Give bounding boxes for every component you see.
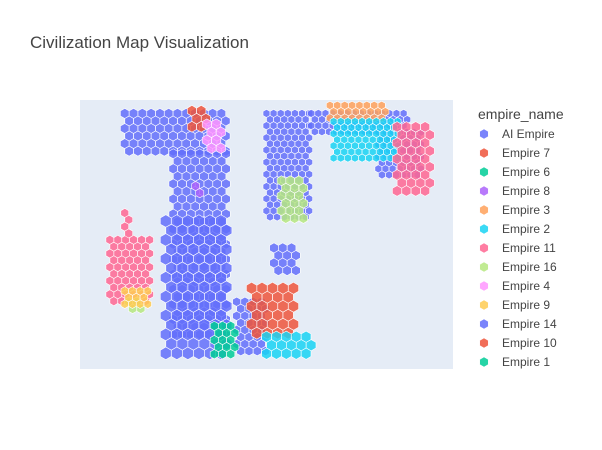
hex-marker-empire-11 — [392, 185, 403, 197]
legend-label: Empire 16 — [502, 259, 557, 274]
hex-marker-empire-1 — [218, 349, 227, 360]
hex-marker-empire-9 — [128, 299, 137, 309]
hex-marker-empire-2 — [379, 153, 388, 163]
legend-item-empire-8[interactable]: Empire 8 — [474, 181, 557, 200]
legend-item-empire-3[interactable]: Empire 3 — [474, 200, 557, 219]
legend-item-empire-7[interactable]: Empire 7 — [474, 143, 557, 162]
legend-item-empire-10[interactable]: Empire 10 — [474, 333, 557, 352]
legend-item-empire-11[interactable]: Empire 11 — [474, 238, 557, 257]
legend-label: AI Empire — [502, 126, 555, 141]
legend-label: Empire 9 — [502, 297, 551, 312]
hex-marker-empire-1 — [226, 349, 236, 360]
hex-marker-ai-empire — [252, 346, 262, 357]
hexagon-icon — [479, 185, 489, 196]
hex-marker-empire-2 — [365, 153, 374, 163]
hex-marker-ai-empire — [385, 170, 393, 180]
legend-label: Empire 6 — [502, 164, 551, 179]
hex-marker-ai-empire — [150, 145, 161, 157]
legend-item-empire-16[interactable]: Empire 16 — [474, 257, 557, 276]
hex-marker-empire-2 — [358, 153, 366, 163]
hexagon-icon — [479, 242, 489, 253]
legend-label: Empire 8 — [502, 183, 551, 198]
legend-label: Empire 4 — [502, 278, 551, 293]
hex-marker-empire-11 — [420, 185, 431, 197]
hex-marker-empire-2 — [261, 347, 272, 360]
hex-marker-ai-empire — [159, 145, 169, 157]
hex-markers-layer — [105, 100, 435, 360]
hex-marker-empire-7 — [187, 121, 197, 133]
hex-marker-ai-empire — [244, 346, 254, 357]
hex-marker-empire-2 — [336, 153, 345, 163]
chart-title: Civilization Map Visualization — [30, 33, 249, 52]
legend-label: Empire 2 — [502, 221, 551, 236]
hexagon-icon — [479, 223, 489, 234]
hex-marker-empire-2 — [372, 153, 381, 163]
hexagon-icon — [479, 261, 489, 272]
hex-marker-empire-11 — [410, 185, 421, 197]
hex-marker-ai-empire — [282, 265, 292, 276]
hex-marker-ai-empire — [266, 212, 274, 222]
hex-marker-empire-11 — [109, 296, 118, 307]
legend-item-empire-6[interactable]: Empire 6 — [474, 162, 557, 181]
hex-marker-ai-empire — [133, 145, 143, 157]
hex-marker-empire-16 — [281, 212, 291, 224]
hex-marker-empire-1 — [209, 349, 219, 360]
hex-marker-empire-7 — [251, 326, 263, 340]
hex-marker-empire-9 — [136, 299, 145, 309]
hexagon-icon — [479, 356, 489, 367]
hex-marker-empire-8 — [195, 188, 205, 199]
hexagon-icon — [479, 166, 489, 177]
hex-marker-empire-2 — [351, 153, 359, 163]
hex-marker-empire-9 — [120, 299, 129, 309]
legend-item-ai-empire[interactable]: AI Empire — [474, 124, 557, 143]
hex-marker-empire-16 — [289, 212, 300, 224]
legend-item-empire-2[interactable]: Empire 2 — [474, 219, 557, 238]
hex-marker-ai-empire — [124, 145, 134, 157]
hex-marker-empire-2 — [329, 153, 338, 163]
hexagon-icon — [479, 299, 489, 310]
legend-item-empire-14[interactable]: Empire 14 — [474, 314, 557, 333]
hex-marker-ai-empire — [142, 145, 152, 157]
hex-marker-ai-empire — [273, 265, 284, 276]
legend-label: Empire 7 — [502, 145, 551, 160]
hex-marker-ai-empire — [378, 170, 386, 180]
legend-item-empire-9[interactable]: Empire 9 — [474, 295, 557, 314]
legend-title: empire_name — [478, 106, 564, 122]
hexagon-icon — [479, 280, 489, 291]
legend-label: Empire 3 — [502, 202, 551, 217]
legend-label: Empire 1 — [502, 354, 551, 369]
hex-marker-empire-2 — [290, 347, 302, 360]
hex-marker-empire-2 — [271, 347, 282, 360]
legend-label: Empire 11 — [502, 240, 556, 255]
hex-marker-empire-2 — [343, 153, 352, 163]
legend-item-empire-1[interactable]: Empire 1 — [474, 352, 557, 371]
hex-marker-empire-4 — [206, 142, 217, 154]
hex-marker-ai-empire — [310, 127, 319, 137]
hex-marker-empire-2 — [281, 347, 292, 360]
hex-marker-empire-2 — [300, 347, 312, 360]
hex-marker-empire-9 — [143, 299, 152, 309]
hex-marker-empire-11 — [401, 185, 412, 197]
legend-label: Empire 14 — [502, 316, 557, 331]
hexagon-icon — [479, 128, 489, 139]
hex-marker-empire-4 — [215, 142, 226, 154]
legend-label: Empire 10 — [502, 335, 557, 350]
hex-marker-empire-16 — [298, 212, 309, 224]
hexagon-icon — [479, 204, 489, 215]
hexagon-icon — [479, 318, 489, 329]
legend-item-empire-4[interactable]: Empire 4 — [474, 276, 557, 295]
hex-marker-ai-empire — [318, 127, 326, 137]
hexagon-icon — [479, 147, 489, 158]
hex-marker-ai-empire — [291, 265, 301, 276]
hex-marker-empire-11 — [124, 228, 133, 239]
hexagon-icon — [479, 337, 489, 348]
